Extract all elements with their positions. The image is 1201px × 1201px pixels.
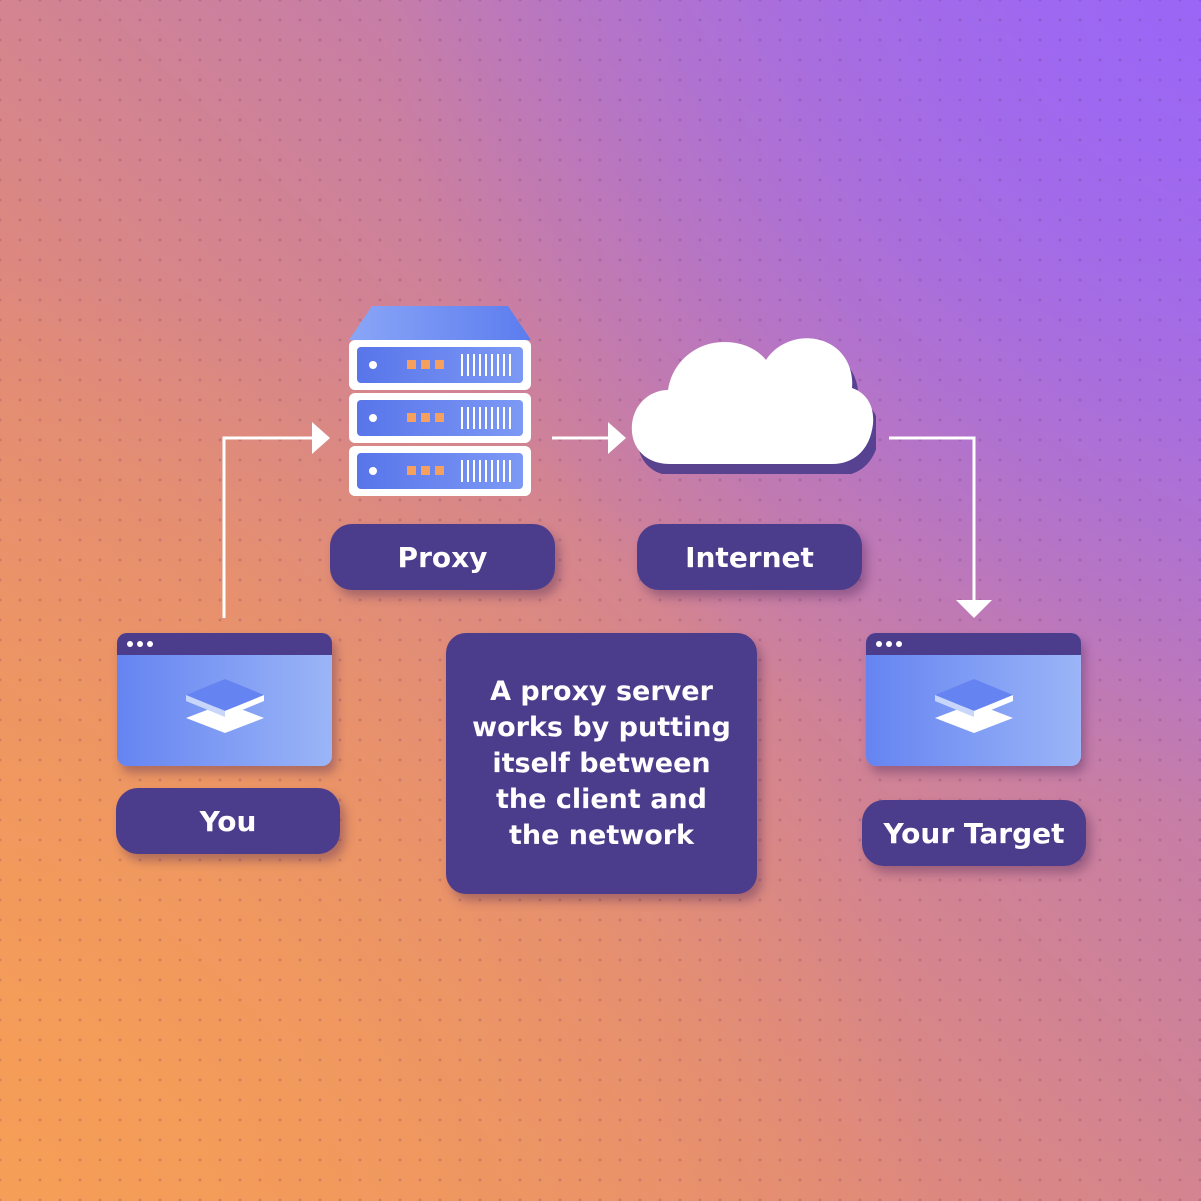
- target-label: Your Target: [862, 800, 1086, 866]
- arrow-head-internet: [608, 422, 626, 454]
- you-browser-window-icon: [117, 633, 332, 766]
- cloud-icon: [631, 338, 876, 474]
- arrow-head-target: [956, 600, 992, 618]
- layers-icon: [935, 679, 1013, 733]
- arrow-head-proxy: [312, 422, 330, 454]
- you-label: You: [116, 788, 340, 854]
- proxy-label: Proxy: [330, 524, 555, 590]
- description-text: A proxy server works by putting itself b…: [472, 675, 731, 851]
- window-title-bar: [117, 633, 332, 655]
- internet-label: Internet: [637, 524, 862, 590]
- arrow-you-to-proxy: [222, 436, 314, 618]
- arrow-internet-to-target: [889, 436, 976, 600]
- target-browser-window-icon: [866, 633, 1081, 766]
- window-title-bar: [866, 633, 1081, 655]
- layers-icon: [186, 679, 264, 733]
- description-box: A proxy server works by putting itself b…: [446, 633, 757, 894]
- server-icon: [349, 306, 531, 496]
